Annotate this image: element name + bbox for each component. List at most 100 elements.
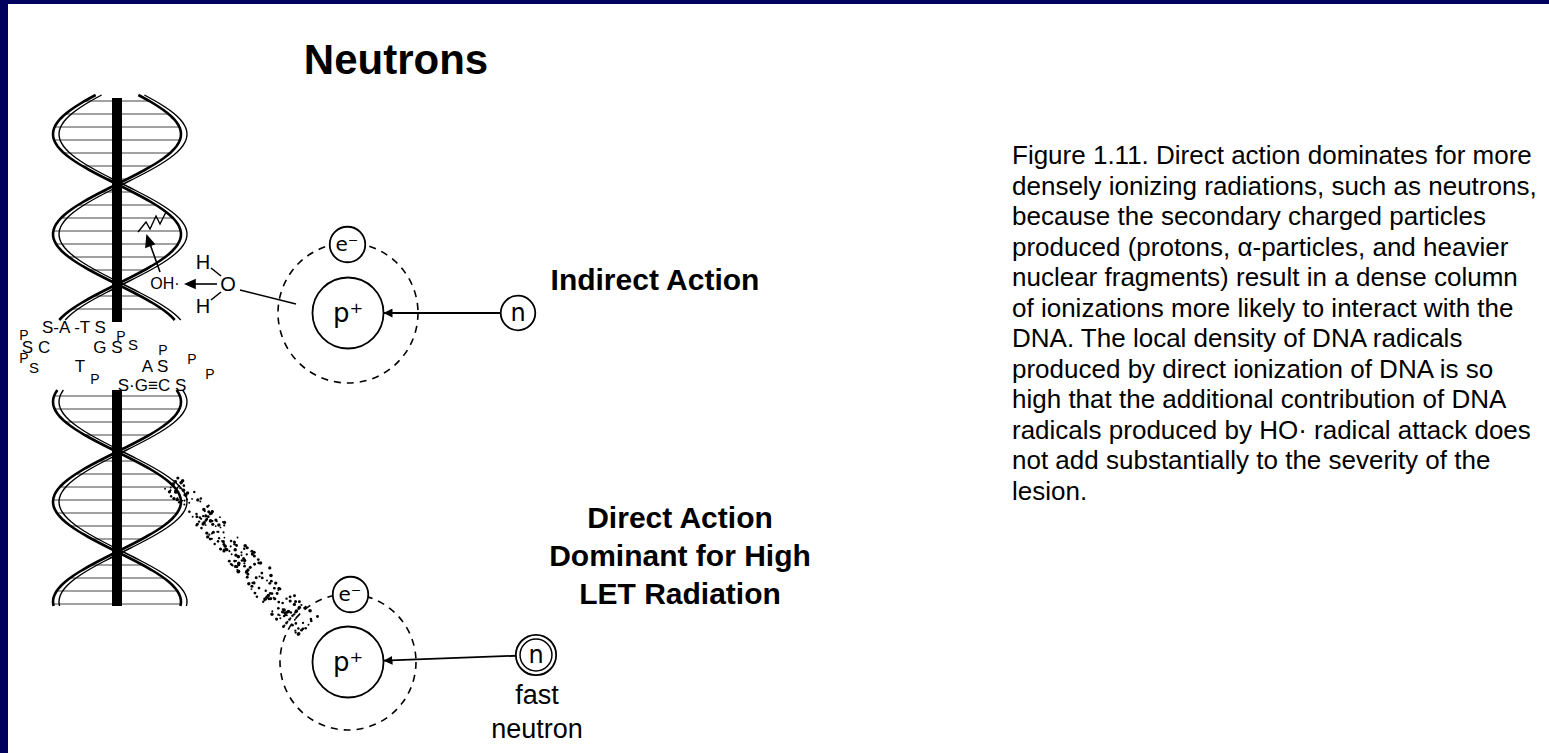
ionization-dot bbox=[284, 613, 287, 616]
arrow-head bbox=[186, 280, 195, 288]
ionization-dot bbox=[197, 523, 199, 525]
ionization-dot bbox=[217, 523, 220, 526]
heading-label: fast neutron bbox=[477, 678, 597, 746]
ionization-dot bbox=[297, 627, 299, 629]
dna-letter: P bbox=[158, 343, 167, 357]
white-ground bbox=[8, 4, 1549, 753]
ionization-dot bbox=[273, 587, 276, 590]
ionization-dot bbox=[303, 607, 306, 610]
ionization-dot bbox=[206, 535, 209, 538]
ionization-dot bbox=[291, 615, 293, 617]
heading-label: Direct Action Dominant for High LET Radi… bbox=[534, 499, 826, 613]
ionization-dot bbox=[171, 482, 175, 486]
ionization-dot bbox=[250, 585, 253, 588]
ionization-dot bbox=[219, 516, 221, 518]
circle-outline bbox=[329, 226, 365, 262]
backbone-strand bbox=[59, 95, 187, 320]
ionization-dot bbox=[222, 531, 224, 533]
ionization-dot bbox=[275, 617, 278, 620]
ionization-dot bbox=[170, 487, 172, 489]
ionization-dot bbox=[176, 498, 179, 501]
ionization-dot bbox=[220, 526, 222, 528]
ionization-dot bbox=[217, 540, 220, 543]
ionization-dot bbox=[211, 538, 213, 540]
ionization-dot bbox=[174, 490, 177, 493]
ionization-dot bbox=[211, 523, 214, 526]
atom-shells bbox=[278, 243, 418, 730]
dna-letter: S bbox=[29, 360, 39, 375]
ionization-dot bbox=[273, 597, 275, 599]
ionization-dot bbox=[285, 622, 288, 625]
ionization-dot bbox=[237, 537, 239, 539]
ionization-dot bbox=[185, 494, 188, 497]
ionization-dot bbox=[175, 480, 177, 482]
ionization-dot bbox=[267, 594, 270, 597]
ionization-dot bbox=[294, 600, 297, 603]
ionization-dot bbox=[293, 603, 296, 606]
ionization-dot bbox=[268, 566, 271, 569]
inner-ring bbox=[520, 639, 552, 671]
ionization-dot bbox=[293, 614, 295, 616]
backbone-strand bbox=[53, 95, 181, 320]
ionization-dot bbox=[195, 513, 197, 515]
ionization-dot bbox=[164, 488, 166, 490]
ionization-dot bbox=[291, 624, 294, 627]
ionization-dot bbox=[225, 548, 228, 551]
arrow-head bbox=[146, 236, 154, 247]
circle-outline bbox=[312, 277, 383, 348]
ionization-dot bbox=[222, 549, 225, 552]
ionization-dot bbox=[182, 488, 186, 492]
ionization-dot bbox=[293, 613, 295, 615]
particle-symbol: e⁻ bbox=[336, 234, 359, 254]
ionization-dot bbox=[195, 515, 198, 518]
ionization-dot bbox=[277, 587, 280, 590]
ionization-dot bbox=[283, 624, 285, 626]
ionization-dot bbox=[211, 510, 214, 513]
ionization-dot bbox=[243, 565, 246, 568]
ionization-dot bbox=[237, 570, 241, 574]
ionization-dot bbox=[277, 613, 279, 615]
ionization-dot bbox=[198, 520, 200, 522]
molecule-atom: H bbox=[196, 252, 210, 272]
ionization-dot bbox=[289, 599, 292, 602]
ionization-dot bbox=[282, 608, 284, 610]
dna-letter: G S bbox=[93, 339, 122, 356]
particle-symbol: e⁻ bbox=[339, 584, 362, 604]
ionization-dot bbox=[304, 627, 307, 630]
ionization-dot bbox=[176, 476, 179, 479]
strand-break bbox=[138, 212, 166, 232]
helix-axis bbox=[112, 390, 122, 606]
ionization-dot bbox=[295, 631, 297, 633]
ionization-dot bbox=[301, 627, 304, 630]
figure-title: Neutrons bbox=[304, 36, 488, 84]
ionization-dot bbox=[222, 540, 225, 543]
ionization-dot bbox=[175, 488, 177, 490]
ionization-dot bbox=[243, 562, 245, 564]
ionization-dot bbox=[205, 524, 207, 526]
ionization-dot bbox=[200, 518, 202, 520]
ionization-dot bbox=[297, 632, 301, 636]
ionization-dot bbox=[277, 607, 280, 610]
particle-symbol: p⁺ bbox=[333, 300, 363, 326]
ionization-dot bbox=[179, 481, 182, 484]
ionization-dot bbox=[256, 595, 259, 598]
connector-arrow bbox=[383, 656, 515, 661]
dashed-shell bbox=[280, 594, 416, 730]
ionization-dot bbox=[240, 554, 242, 556]
arrow-line bbox=[150, 244, 160, 272]
ionization-dot bbox=[202, 515, 204, 517]
ionization-dot bbox=[208, 504, 210, 506]
ionization-dot bbox=[191, 498, 193, 500]
ionization-dot bbox=[242, 557, 245, 560]
ionization-dot bbox=[289, 617, 291, 619]
ionization-dot bbox=[300, 604, 302, 606]
ionization-track bbox=[164, 476, 319, 635]
ionization-dot bbox=[251, 553, 253, 555]
ionization-dot bbox=[188, 502, 190, 504]
ionization-dot bbox=[212, 531, 215, 534]
particle-symbol: n bbox=[528, 643, 543, 667]
ionization-dot bbox=[281, 610, 284, 613]
ionization-dot bbox=[246, 553, 248, 555]
particle-circle: n bbox=[500, 295, 536, 331]
ionization-dot bbox=[254, 592, 257, 595]
